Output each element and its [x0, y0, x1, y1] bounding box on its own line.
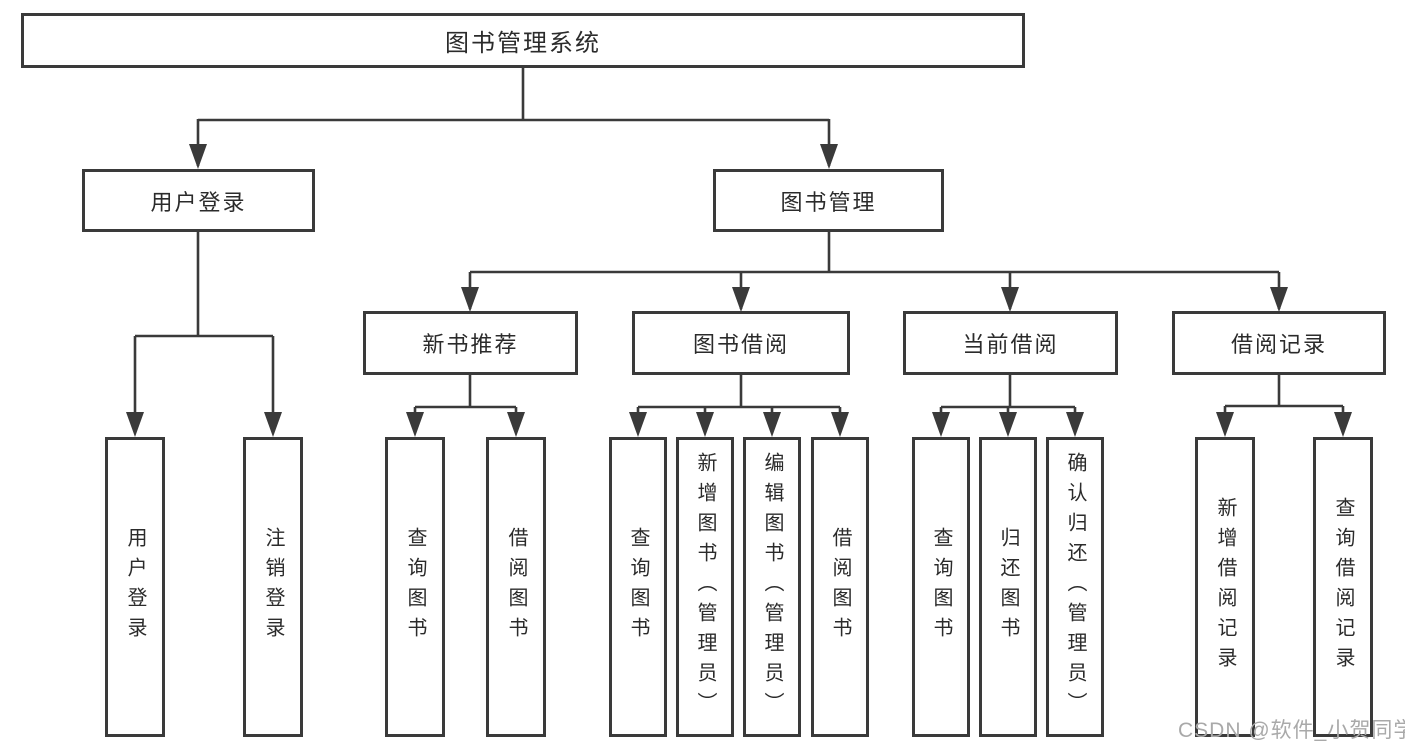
- node-book-borrowing: 图书借阅: [632, 311, 850, 375]
- node-edit-book-admin: 编辑图书（管理员）: [743, 437, 801, 737]
- node-label: 查询图书: [930, 527, 952, 647]
- arrow-head: [831, 412, 849, 437]
- node-label: 归还图书: [997, 527, 1019, 647]
- arrow-head: [264, 412, 282, 437]
- node-label: 新增图书（管理员）: [694, 452, 716, 722]
- node-label: 查询图书: [627, 527, 649, 647]
- node-user-login-leaf: 用户登录: [105, 437, 165, 737]
- arrow-head: [696, 412, 714, 437]
- node-new-book-recommendation: 新书推荐: [363, 311, 578, 375]
- arrow-head: [629, 412, 647, 437]
- node-query-books-current: 查询图书: [912, 437, 970, 737]
- node-confirm-return-admin: 确认归还（管理员）: [1046, 437, 1104, 737]
- arrow-head: [763, 412, 781, 437]
- node-label: 编辑图书（管理员）: [761, 452, 783, 722]
- node-label: 查询借阅记录: [1332, 497, 1354, 677]
- node-label: 新书推荐: [422, 332, 519, 357]
- node-label: 确认归还（管理员）: [1064, 452, 1086, 722]
- node-add-borrow-record: 新增借阅记录: [1195, 437, 1255, 737]
- arrow-head: [406, 412, 424, 437]
- node-query-books-recommend: 查询图书: [385, 437, 445, 737]
- arrow-head: [1270, 287, 1288, 312]
- node-borrowing-records: 借阅记录: [1172, 311, 1386, 375]
- connectors: [126, 68, 1352, 437]
- node-label: 借阅记录: [1230, 332, 1327, 357]
- node-label: 用户登录: [124, 527, 146, 647]
- node-user-login-group: 用户登录: [82, 169, 315, 232]
- node-borrow-books-recommend: 借阅图书: [486, 437, 546, 737]
- arrow-head: [1001, 287, 1019, 312]
- node-label: 用户登录: [150, 189, 247, 215]
- arrow-head: [1334, 412, 1352, 437]
- node-label: 当前借阅: [962, 332, 1059, 357]
- arrow-head: [126, 412, 144, 437]
- node-label: 图书管理系统: [445, 30, 601, 57]
- node-borrow-books-borrowing: 借阅图书: [811, 437, 869, 737]
- node-label: 注销登录: [262, 527, 284, 647]
- arrow-head: [507, 412, 525, 437]
- node-book-management: 图书管理: [713, 169, 944, 232]
- arrow-head: [461, 287, 479, 312]
- node-label: 借阅图书: [829, 527, 851, 647]
- arrow-head: [732, 287, 750, 312]
- node-query-books-borrowing: 查询图书: [609, 437, 667, 737]
- node-library-management-system: 图书管理系统: [21, 13, 1025, 68]
- node-label: 新增借阅记录: [1214, 497, 1236, 677]
- node-logout: 注销登录: [243, 437, 303, 737]
- arrow-head: [820, 144, 838, 169]
- connector-path: [133, 68, 1345, 433]
- node-query-borrow-record: 查询借阅记录: [1313, 437, 1373, 737]
- node-label: 查询图书: [404, 527, 426, 647]
- node-label: 图书管理: [780, 189, 877, 215]
- arrow-head: [999, 412, 1017, 437]
- node-add-book-admin: 新增图书（管理员）: [676, 437, 734, 737]
- node-current-borrowing: 当前借阅: [903, 311, 1118, 375]
- arrow-head: [1216, 412, 1234, 437]
- arrow-head: [189, 144, 207, 169]
- arrow-head: [932, 412, 950, 437]
- node-label: 图书借阅: [692, 332, 789, 357]
- node-label: 借阅图书: [505, 527, 527, 647]
- node-return-book: 归还图书: [979, 437, 1037, 737]
- arrow-head: [1066, 412, 1084, 437]
- csdn-watermark: CSDN @软件_小贺同学: [1178, 719, 1405, 742]
